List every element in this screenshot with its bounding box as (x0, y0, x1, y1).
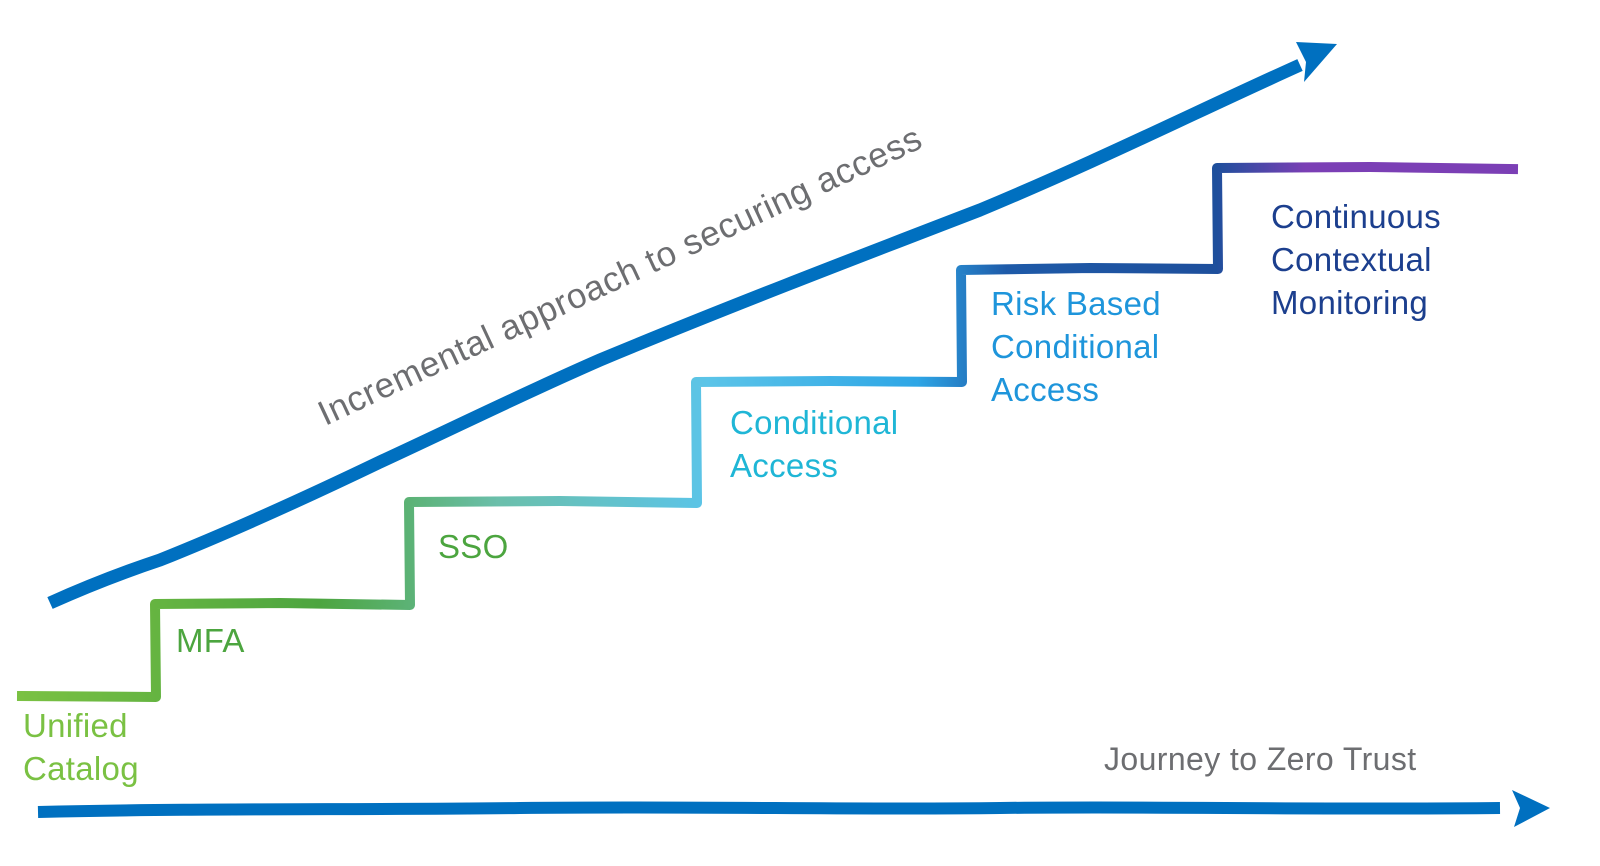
step-label-line: Access (730, 447, 839, 484)
step-label-line: Catalog (23, 750, 139, 787)
journey-arrow-head-icon (1512, 790, 1550, 827)
staircase-line (16, 162, 1519, 702)
journey-caption: Journey to Zero Trust (1104, 741, 1417, 777)
incremental-arrow-line (47, 59, 1303, 609)
step-label-mfa: MFA (176, 619, 245, 662)
step-label-line: Continuous (1271, 198, 1441, 235)
step-label-continuous-contextual-monitoring: Continuous Contextual Monitoring (1271, 195, 1441, 324)
step-label-line: Conditional (991, 328, 1160, 365)
step-label-sso: SSO (438, 525, 509, 568)
step-label-line: Conditional (730, 404, 899, 441)
journey-arrow-line (37, 801, 1501, 818)
step-label-conditional-access: Conditional Access (730, 401, 898, 487)
step-label-risk-based-conditional-access: Risk Based Conditional Access (991, 282, 1161, 411)
step-label-line: Monitoring (1271, 284, 1429, 321)
step-label-unified-catalog: Unified Catalog (23, 704, 139, 790)
step-label-line: MFA (176, 622, 245, 659)
incremental-arrow-head-icon (1296, 42, 1337, 82)
step-label-line: SSO (438, 528, 509, 565)
step-label-line: Access (991, 371, 1100, 408)
step-label-line: Contextual (1271, 241, 1432, 278)
step-label-line: Unified (23, 707, 128, 744)
step-label-line: Risk Based (991, 285, 1161, 322)
